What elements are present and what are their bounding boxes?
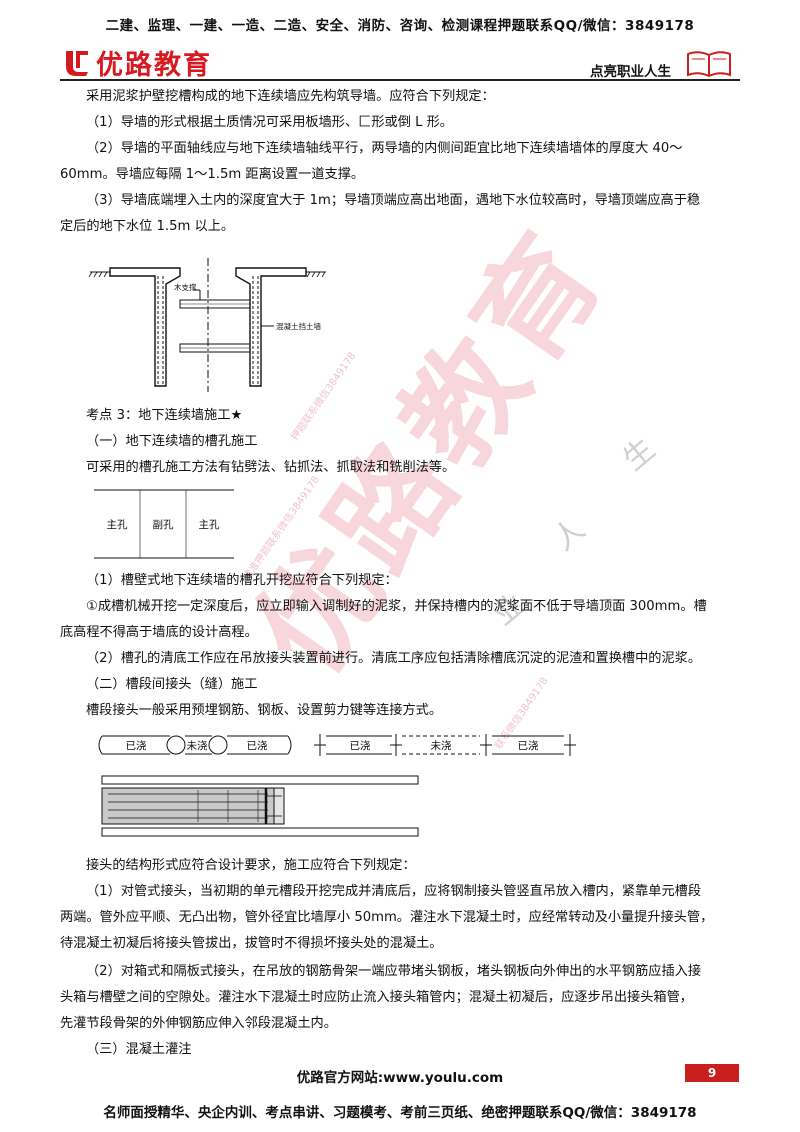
- slot-holes-diagram: 主孔 副孔 主孔: [94, 489, 234, 559]
- section-2-text: 槽段接头一般采用预埋钢筋、钢板、设置剪力键等连接方式。: [86, 703, 443, 718]
- header-rule: [60, 79, 740, 81]
- label-secondary-hole: 副孔: [153, 518, 174, 531]
- section-1-rule-1: （1）槽壁式地下连续墙的槽孔开挖应符合下列规定：: [86, 573, 398, 588]
- watermark-life-2: 生: [616, 431, 662, 478]
- label-wood-support: 木支撑: [174, 282, 197, 292]
- key-point-3: 考点 3：地下连续墙施工★: [86, 408, 243, 423]
- section-1-rule-2: （2）槽孔的清底工作应在吊放接头装置前进行。清底工序应包括清除槽底沉淀的泥渣和置…: [86, 651, 702, 666]
- section-2-rule-1c: 待混凝土初凝后将接头管拔出，拔管时不得损坏接头处的混凝土。: [60, 936, 443, 951]
- label-plate-poured-1: 已浇: [350, 739, 371, 752]
- slogan: 点亮职业人生: [590, 64, 671, 80]
- logo-text: 优路教育: [96, 49, 212, 81]
- brand-logo: 优路教育: [62, 46, 212, 81]
- label-primary-hole-2: 主孔: [199, 518, 220, 531]
- section-2-text-2: 接头的结构形式应符合设计要求，施工应符合下列规定：: [86, 858, 416, 873]
- rule-2-line2: 60mm。导墙应每隔 1～1.5m 距离设置一道支撑。: [60, 167, 365, 182]
- watermark-life-1: 人: [546, 511, 592, 558]
- section-1-rule-1a: ①成槽机械开挖一定深度后，应立即输入调制好的泥浆，并保持槽内的泥浆面不低于导墙顶…: [86, 599, 707, 614]
- label-unpoured: 未浇: [187, 739, 208, 752]
- guide-wall-diagram: 木支撑 混凝土挡土墙: [88, 258, 326, 392]
- rule-2-line1: （2）导墙的平面轴线应与地下连续墙轴线平行，两导墙的内侧间距宜比地下连续墙墙体的…: [86, 141, 683, 156]
- rule-3-line2: 定后的地下水位 1.5m 以上。: [60, 219, 235, 234]
- book-icon: [686, 50, 732, 78]
- section-2-rule-2a: （2）对箱式和隔板式接头，在吊放的钢筋骨架一端应带堵头钢板，堵头钢板向外伸出的水…: [86, 964, 702, 979]
- section-2-title: （二）槽段间接头（缝）施工: [86, 677, 258, 692]
- label-poured-2: 已浇: [247, 739, 268, 752]
- pipe-joint-diagram: 已浇 未浇 已浇: [98, 735, 292, 755]
- paragraph-intro: 采用泥浆护壁挖槽构成的地下连续墙应先构筑导墙。应符合下列规定：: [86, 89, 495, 104]
- section-2-rule-2b: 头箱与槽壁之间的空隙处。灌注水下混凝土时应防止流入接头箱管内；混凝土初凝后，应逐…: [60, 990, 693, 1005]
- section-2-rule-2c: 先灌节段骨架的外伸钢筋应伸入邻段混凝土内。: [60, 1016, 337, 1031]
- label-poured-1: 已浇: [126, 739, 147, 752]
- rule-3-line1: （3）导墙底端埋入土内的深度宜大于 1m；导墙顶端应高出地面，遇地下水位较高时，…: [86, 193, 701, 208]
- rule-1: （1）导墙的形式根据土质情况可采用板墙形、匚形或倒 L 形。: [86, 115, 453, 130]
- section-1-title: （一）地下连续墙的槽孔施工: [86, 434, 258, 449]
- label-plate-unpoured: 未浇: [431, 739, 452, 752]
- page-number: 9: [685, 1064, 739, 1082]
- label-plate-poured-2: 已浇: [518, 739, 539, 752]
- section-2-rule-1b: 两端。管外应平顺、无凸出物，管外径宜比墙厚小 50mm。灌注水下混凝土时，应经常…: [60, 910, 714, 925]
- logo-mark-icon: [62, 47, 92, 77]
- plate-joint-diagram: 已浇 未浇 已浇: [314, 734, 576, 756]
- section-2-rule-1a: （1）对管式接头，当初期的单元槽段开挖完成并清底后，应将钢制接头管竖直吊放入槽内…: [86, 884, 702, 899]
- section-1-text: 可采用的槽孔施工方法有钻劈法、钻抓法、抓取法和铣削法等。: [86, 460, 456, 475]
- section-1-rule-1b: 底高程不得高于墙底的设计高程。: [60, 625, 258, 640]
- label-primary-hole-1: 主孔: [107, 518, 128, 531]
- bottom-banner: 名师面授精华、央企内训、考点串讲、习题模考、考前三页纸、绝密押题联系QQ/微信：…: [103, 1105, 697, 1121]
- footer-website: 优路官方网站:www.youlu.com: [296, 1070, 504, 1086]
- section-3-title: （三）混凝土灌注: [86, 1042, 192, 1057]
- box-joint-diagram: [101, 775, 419, 837]
- label-retaining-wall: 混凝土挡土墙: [276, 321, 321, 331]
- top-banner: 二建、监理、一建、一造、二造、安全、消防、咨询、检测课程押题联系QQ/微信：38…: [105, 18, 695, 34]
